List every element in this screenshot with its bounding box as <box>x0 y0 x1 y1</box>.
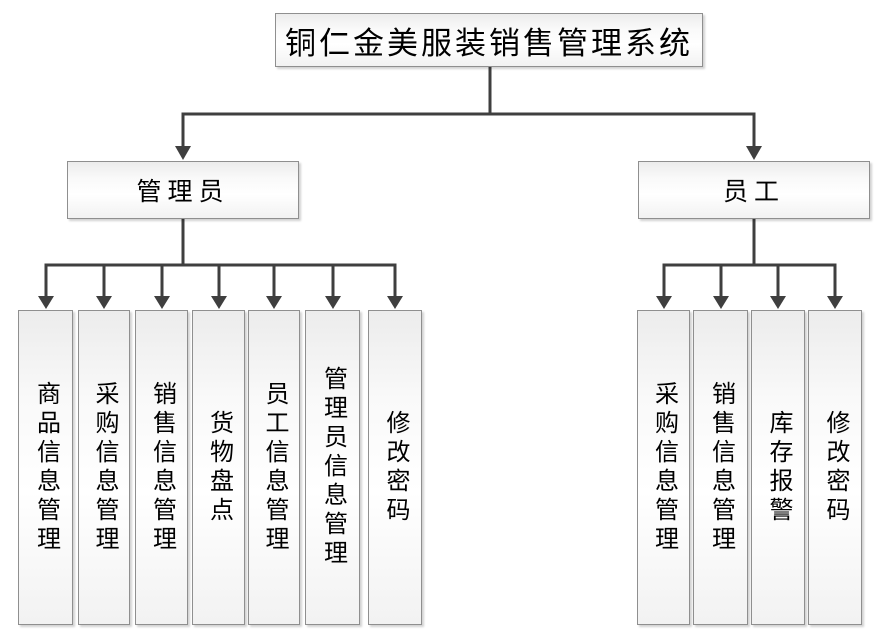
root-node-system-title: 铜仁金美服装销售管理系统 <box>275 13 703 67</box>
arrowhead-admin-leaf-3 <box>154 296 170 309</box>
leaf-product-info-mgmt: 商品信息管理 <box>18 310 73 625</box>
arrowhead-admin-leaf-6 <box>325 296 341 309</box>
leaf-employee-info-mgmt-label: 员工信息管理 <box>261 380 287 555</box>
leaf-sales-info-mgmt-label: 销售信息管理 <box>148 380 175 555</box>
arrowhead-staff-leaf-2 <box>713 296 729 309</box>
leaf-staff-sales-info-mgmt: 销售信息管理 <box>693 310 748 625</box>
leaf-product-info-mgmt-label: 商品信息管理 <box>32 380 59 555</box>
leaf-stock-alert-label: 库存报警 <box>765 409 791 526</box>
leaf-staff-sales-info-mgmt-label: 销售信息管理 <box>707 380 734 555</box>
leaf-admin-info-mgmt: 管理员信息管理 <box>305 310 360 625</box>
arrowhead-admin <box>175 146 191 160</box>
leaf-stock-alert: 库存报警 <box>751 310 805 625</box>
arrowhead-admin-leaf-4 <box>211 296 227 309</box>
arrowhead-staff-leaf-4 <box>827 296 843 309</box>
leaf-employee-info-mgmt: 员工信息管理 <box>248 310 300 625</box>
leaf-change-password-staff: 修改密码 <box>808 310 862 625</box>
branch-node-admin: 管理员 <box>67 161 299 219</box>
arrowhead-admin-leaf-5 <box>266 296 282 309</box>
root-node-label: 铜仁金美服装销售管理系统 <box>285 25 693 61</box>
arrowhead-staff-leaf-3 <box>770 296 786 309</box>
leaf-staff-purchase-info-mgmt: 采购信息管理 <box>637 310 690 625</box>
leaf-change-password-admin: 修改密码 <box>368 310 422 625</box>
arrowhead-admin-leaf-2 <box>96 296 112 309</box>
leaf-goods-inventory-label: 货物盘点 <box>205 409 232 526</box>
leaf-goods-inventory: 货物盘点 <box>192 310 245 625</box>
leaf-change-password-admin-label: 修改密码 <box>382 409 408 526</box>
leaf-purchase-info-mgmt: 采购信息管理 <box>78 310 130 625</box>
branch-node-staff: 员工 <box>638 161 870 219</box>
leaf-staff-purchase-info-mgmt-label: 采购信息管理 <box>650 380 677 555</box>
arrowhead-admin-leaf-1 <box>38 296 54 309</box>
branch-staff-label: 员工 <box>722 179 785 206</box>
leaf-purchase-info-mgmt-label: 采购信息管理 <box>91 380 117 555</box>
leaf-change-password-staff-label: 修改密码 <box>822 409 848 526</box>
branch-admin-label: 管理员 <box>136 179 230 206</box>
leaf-admin-info-mgmt-label: 管理员信息管理 <box>319 366 346 569</box>
arrowhead-admin-leaf-7 <box>387 296 403 309</box>
arrowhead-staff <box>746 146 762 160</box>
leaf-sales-info-mgmt: 销售信息管理 <box>135 310 188 625</box>
arrowhead-staff-leaf-1 <box>656 296 672 309</box>
